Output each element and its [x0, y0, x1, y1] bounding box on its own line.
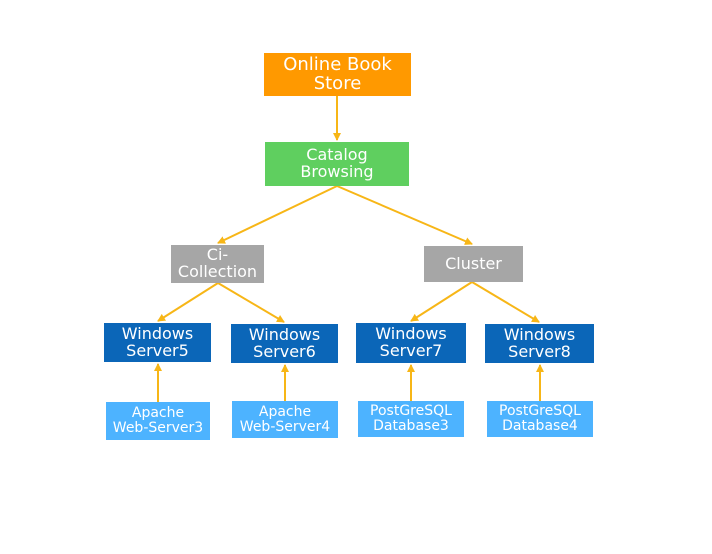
node-ci-collection: Ci- Collection [171, 245, 264, 283]
node-online-book-store: Online Book Store [264, 53, 411, 96]
edge-catalog-to-ci-collection [217, 185, 338, 244]
node-apache-web-server3: Apache Web-Server3 [106, 402, 210, 440]
edge-cluster-to-windows-server7 [410, 281, 473, 322]
node-postgresql-database4: PostGreSQL Database4 [487, 401, 593, 437]
node-windows-server5: Windows Server5 [104, 323, 211, 362]
edge-catalog-to-cluster [336, 185, 473, 245]
node-windows-server6: Windows Server6 [231, 324, 338, 363]
node-cluster: Cluster [424, 246, 523, 282]
edge-ci-collection-to-windows-server5 [157, 282, 219, 322]
edge-cluster-to-windows-server8 [471, 281, 540, 323]
node-catalog-browsing: Catalog Browsing [265, 142, 409, 186]
node-postgresql-database3: PostGreSQL Database3 [358, 401, 464, 437]
node-apache-web-server4: Apache Web-Server4 [232, 401, 338, 438]
edge-ci-collection-to-windows-server6 [217, 282, 285, 323]
node-windows-server7: Windows Server7 [356, 323, 466, 363]
node-windows-server8: Windows Server8 [485, 324, 594, 363]
